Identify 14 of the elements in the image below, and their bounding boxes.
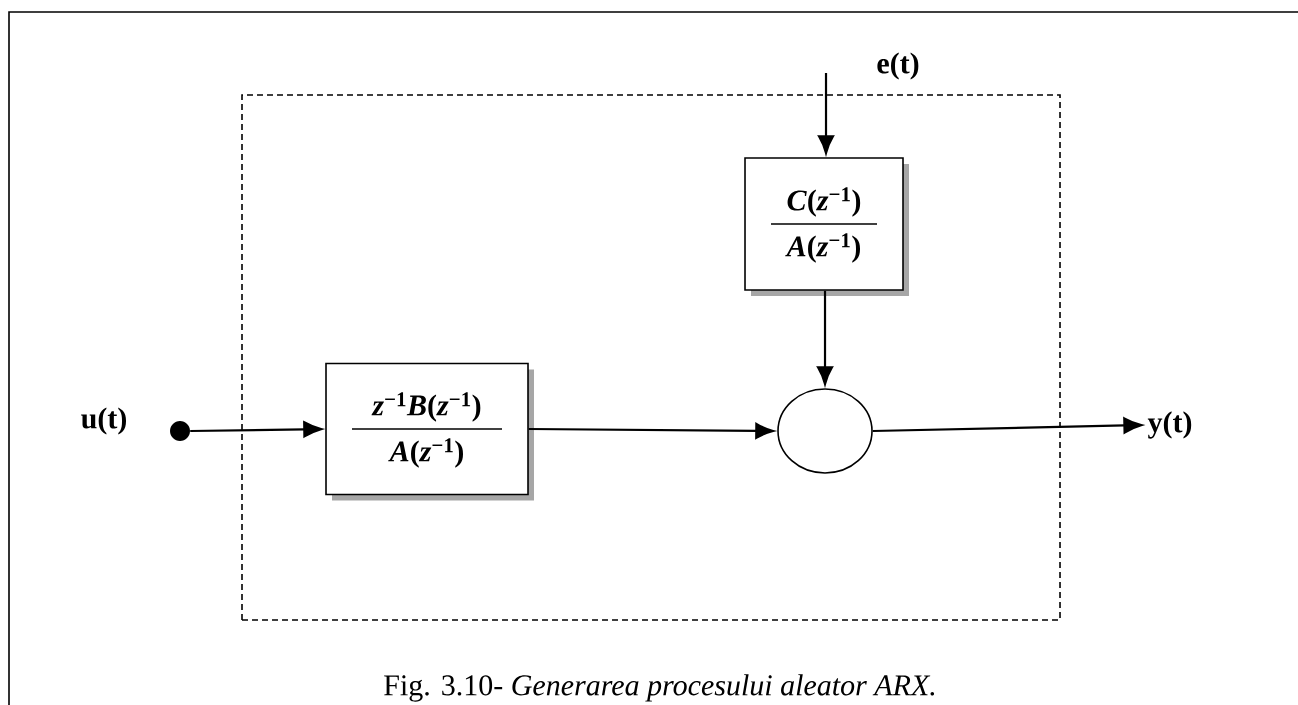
arrow bbox=[528, 422, 775, 439]
input-dot bbox=[170, 421, 190, 441]
signal-label: u(t) bbox=[81, 407, 126, 435]
transfer-function-box: z$^{−1}$B(z$^{−1}$) A(z$^{−1}$) bbox=[325, 362, 534, 501]
arrow bbox=[872, 417, 1143, 434]
summing-junction bbox=[777, 388, 873, 474]
caption: Fig. 3.10- Generarea procesului aleator ARX. bbox=[384, 674, 935, 702]
arrow bbox=[817, 73, 835, 155]
signal-label: e(t) bbox=[877, 52, 919, 80]
transfer-function-box: C(z$^{−1}$) A(z$^{−1}$) bbox=[744, 157, 909, 296]
arrow bbox=[190, 421, 323, 438]
dashed-boundary-box bbox=[241, 94, 1061, 621]
signal-label: y(t) bbox=[1147, 411, 1192, 439]
arrow bbox=[816, 290, 834, 386]
